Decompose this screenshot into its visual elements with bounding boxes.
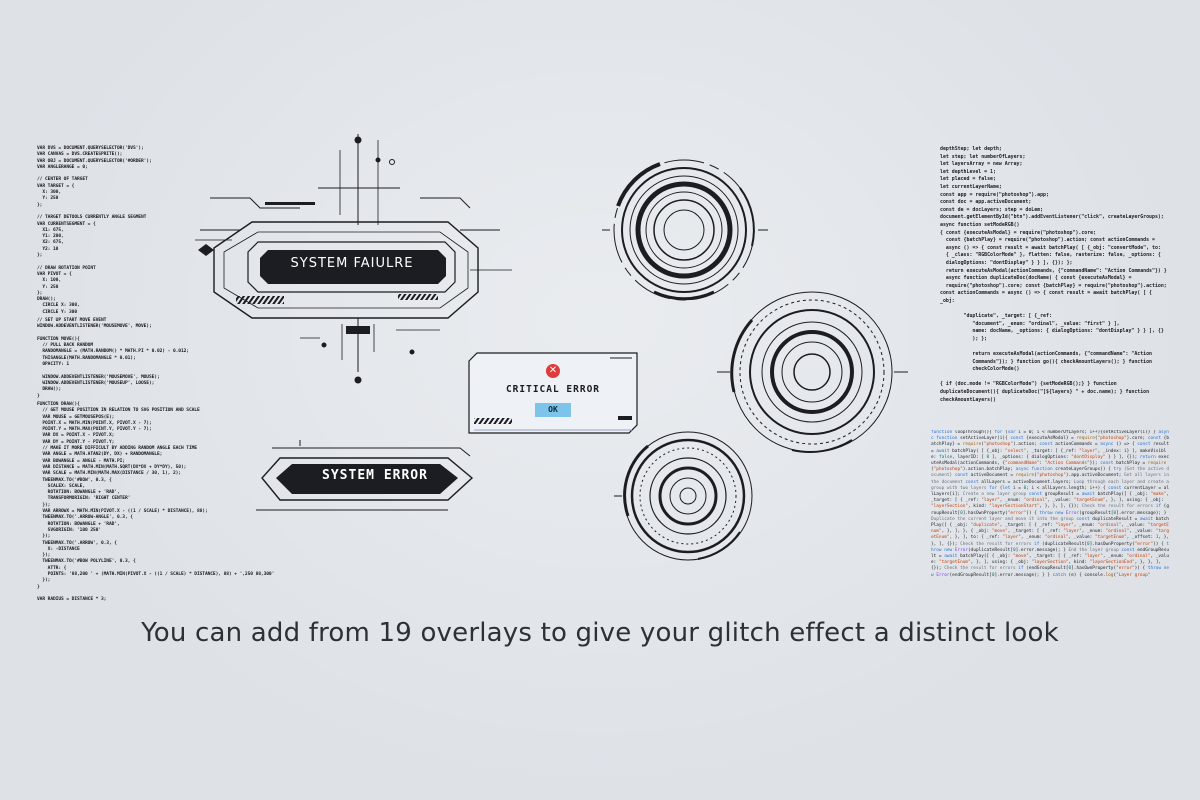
code-snippet-left-2: // SET UP START MOVE EVENT WINDOW.ADDEVE… — [37, 318, 189, 399]
critical-error-dialog: ✕ CRITICAL ERROR OK — [469, 353, 637, 433]
code-snippet-right-colored: function loopThrough(){ for (var i = 0; … — [931, 430, 1169, 578]
dialog-title: CRITICAL ERROR — [505, 384, 601, 395]
code-snippet-right-top: depthStep; let depth; let step; let numb… — [940, 146, 1167, 403]
code-snippet-left-1: VAR DVS = DOCUMENT.QUERYSELECTOR('DVS');… — [37, 146, 152, 315]
hud-ring-top — [602, 159, 768, 301]
close-circle-icon: ✕ — [546, 364, 560, 378]
hud-ring-bottom — [614, 431, 753, 561]
system-error-label: SYSTEM ERROR — [322, 468, 428, 483]
hud-ring-right — [717, 291, 908, 453]
system-error-panel — [256, 440, 474, 511]
system-failure-panel — [195, 134, 512, 384]
code-snippet-left-3: FUNCTION DRAW(){ // GET MOUSE POSITION I… — [37, 402, 275, 603]
critical-error-dialog-frame — [468, 352, 638, 434]
ok-button[interactable]: OK — [535, 403, 571, 417]
system-failure-label: SYSTEM FAIULRE — [290, 256, 414, 271]
caption: You can add from 19 overlays to give you… — [141, 618, 1059, 648]
